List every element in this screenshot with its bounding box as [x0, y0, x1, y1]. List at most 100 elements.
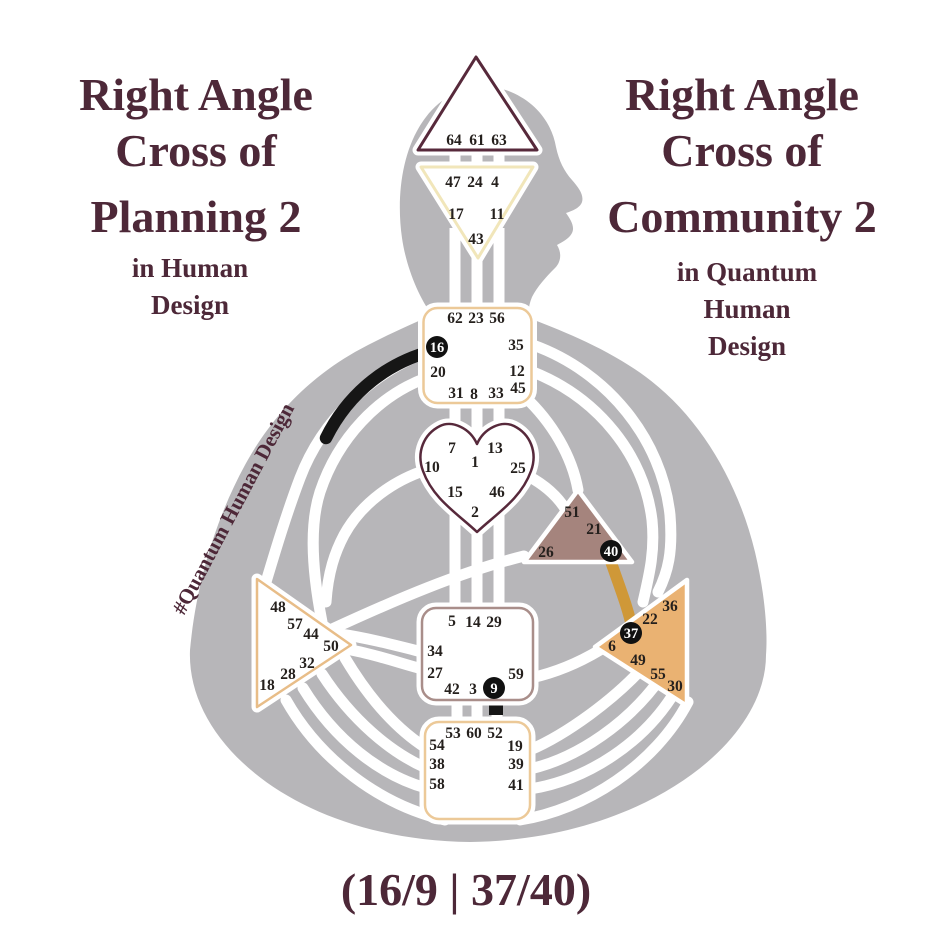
- gate-circle-16: [426, 336, 448, 358]
- right-title-line-2: Cross of: [661, 125, 823, 176]
- gates-summary-text: (16/9 | 37/40): [341, 864, 591, 915]
- right-subtitle-line-1: in Quantum: [677, 257, 818, 287]
- gate-57: 57: [287, 616, 303, 633]
- gate-8: 8: [470, 386, 478, 403]
- gate-1: 1: [471, 454, 479, 471]
- channel-10-57: [320, 464, 432, 608]
- center-root: [423, 720, 532, 821]
- center-g: [419, 422, 535, 534]
- right-title-line-1: Right Angle: [625, 69, 859, 120]
- gate-2: 2: [471, 504, 479, 521]
- gate-62: 62: [447, 310, 463, 327]
- gate-49: 49: [630, 652, 646, 669]
- gate-32: 32: [299, 655, 315, 672]
- gate-25: 25: [510, 460, 526, 477]
- gate-59: 59: [508, 666, 524, 683]
- gate-37: 37: [624, 626, 639, 642]
- center-sacral: [420, 606, 535, 702]
- channel-32-54: [339, 652, 432, 754]
- center-ajna: [419, 165, 535, 260]
- channel-12-22: [527, 366, 659, 608]
- gate-circle-40: [600, 540, 622, 562]
- centers-layer: [251, 51, 690, 825]
- gate-58: 58: [429, 776, 445, 793]
- right-subtitle-line-2: Human: [703, 294, 790, 324]
- gate-29: 29: [486, 614, 502, 631]
- gate-12: 12: [509, 363, 525, 380]
- gate-53: 53: [445, 725, 461, 742]
- gate-48: 48: [270, 599, 286, 616]
- gate-50: 50: [323, 638, 339, 655]
- gate-10: 10: [424, 459, 440, 476]
- gate-33: 33: [488, 385, 504, 402]
- gate-39: 39: [508, 756, 524, 773]
- gate-54: 54: [429, 737, 445, 754]
- right-subtitle-line-3: Design: [708, 331, 786, 361]
- gate-19: 19: [507, 738, 523, 755]
- channel-30-41: [524, 684, 682, 795]
- channel-sp-root-outer: [514, 696, 694, 826]
- gate-64: 64: [446, 132, 462, 149]
- gate-51: 51: [564, 504, 580, 521]
- gate-24: 24: [467, 174, 483, 191]
- gate-36: 36: [662, 598, 678, 615]
- gate-22: 22: [642, 611, 658, 628]
- gate-circle-9: [483, 677, 505, 699]
- gate-11: 11: [490, 206, 505, 223]
- gate-55: 55: [650, 666, 666, 683]
- gate-6: 6: [608, 638, 616, 655]
- gate-45: 45: [510, 380, 526, 397]
- gate-34: 34: [427, 643, 443, 660]
- gate-4: 4: [491, 174, 499, 191]
- gate-18: 18: [259, 677, 275, 694]
- channel-18-58: [297, 682, 432, 794]
- center-throat: [422, 306, 533, 405]
- channel-20-57: [307, 372, 432, 628]
- gate-41: 41: [508, 777, 524, 794]
- gate-16: 16: [430, 340, 445, 356]
- gate-40: 40: [604, 544, 619, 560]
- right-title-line-3: Community 2: [607, 191, 877, 242]
- gate-38: 38: [429, 756, 445, 773]
- gate-21: 21: [586, 521, 602, 538]
- gate-61: 61: [469, 132, 485, 149]
- gate-47: 47: [445, 174, 461, 191]
- gate-56: 56: [489, 310, 505, 327]
- center-head: [416, 55, 539, 152]
- center-spleen: [255, 577, 353, 709]
- gate-7: 7: [448, 440, 456, 457]
- channel-55-39: [524, 670, 668, 775]
- channel-16-activated-black: [319, 344, 439, 445]
- gate-42: 42: [444, 681, 460, 698]
- gate-27: 27: [427, 665, 443, 682]
- gate-35: 35: [508, 337, 524, 354]
- gate-3: 3: [469, 681, 477, 698]
- gate-15: 15: [447, 484, 463, 501]
- gate-14: 14: [465, 614, 481, 631]
- gate-17: 17: [448, 206, 464, 223]
- gate-30: 30: [667, 678, 683, 695]
- left-subtitle-line-2: Design: [151, 290, 229, 320]
- gate-43: 43: [468, 231, 484, 248]
- gate-5: 5: [448, 613, 456, 630]
- gate-circle-37: [620, 622, 642, 644]
- gate-20: 20: [430, 364, 446, 381]
- channel-45-21: [518, 390, 584, 496]
- gate-28: 28: [280, 666, 296, 683]
- gate-26: 26: [538, 544, 554, 561]
- center-solar-plexus: [592, 577, 690, 709]
- gate-9: 9: [490, 681, 497, 697]
- gate-63: 63: [491, 132, 507, 149]
- channel-44-26: [324, 550, 530, 636]
- left-subtitle-line-1: in Human: [132, 253, 248, 283]
- channel-28-38: [316, 668, 432, 774]
- left-title-line-2: Cross of: [115, 125, 277, 176]
- channel-35-36: [527, 339, 677, 598]
- gate-60: 60: [466, 725, 482, 742]
- gate-44: 44: [303, 626, 319, 643]
- left-title-line-1: Right Angle: [79, 69, 313, 120]
- left-title-line-3: Planning 2: [91, 191, 302, 242]
